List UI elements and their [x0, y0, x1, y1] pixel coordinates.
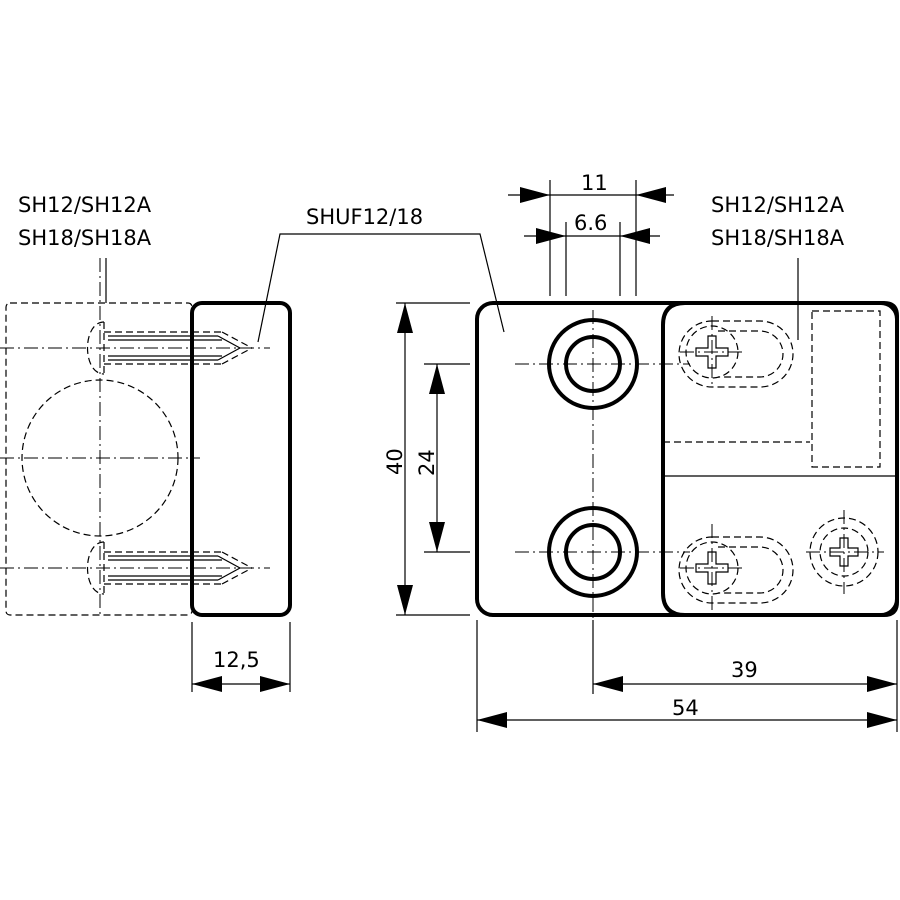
dim-hole-pitch-inner-label: 6.6 [574, 211, 607, 235]
dim-hole-spacing: 24 [415, 363, 470, 553]
dim-height-label: 40 [383, 448, 407, 475]
front-actuator-hidden [811, 310, 881, 468]
dim-hole-pitch-outer-label: 11 [581, 171, 608, 195]
side-view: SH12/SH12A SH18/SH18A 12,5 [0, 193, 292, 692]
front-switch-body [661, 301, 899, 617]
bracket-label: SHUF12/18 [306, 205, 423, 229]
side-screw-top [86, 321, 253, 375]
dim-height: 40 [383, 302, 470, 616]
front-screw-bottom-right [806, 510, 884, 594]
dim-offset-label: 39 [731, 658, 758, 682]
front-view: SH12/SH12A SH18/SH18A 11 6.6 40 [383, 171, 899, 732]
side-switch-label-2: SH18/SH18A [18, 226, 152, 250]
dim-hole-pitch-outer: 11 [508, 171, 674, 296]
side-bracket [190, 301, 292, 617]
bracket-callout: SHUF12/18 [257, 205, 505, 343]
dim-width-label: 12,5 [213, 648, 260, 672]
front-hole-top [547, 318, 639, 410]
dim-hole-pitch-inner: 6.6 [524, 211, 660, 296]
front-screw-top [678, 316, 794, 388]
dim-hole-spacing-label: 24 [415, 449, 439, 476]
side-screw-bottom [86, 541, 253, 595]
dim-offset: 39 [592, 620, 898, 732]
dim-length: 54 [476, 620, 897, 732]
front-screw-bottom-left [678, 524, 794, 610]
side-switch-label-1: SH12/SH12A [18, 193, 152, 217]
side-width-dimension: 12,5 [191, 622, 291, 692]
front-switch-label-2: SH18/SH18A [711, 226, 845, 250]
bracket-leader [257, 233, 505, 343]
front-switch-label-1: SH12/SH12A [711, 193, 845, 217]
dim-length-label: 54 [672, 696, 699, 720]
front-hole-bottom [547, 506, 639, 598]
